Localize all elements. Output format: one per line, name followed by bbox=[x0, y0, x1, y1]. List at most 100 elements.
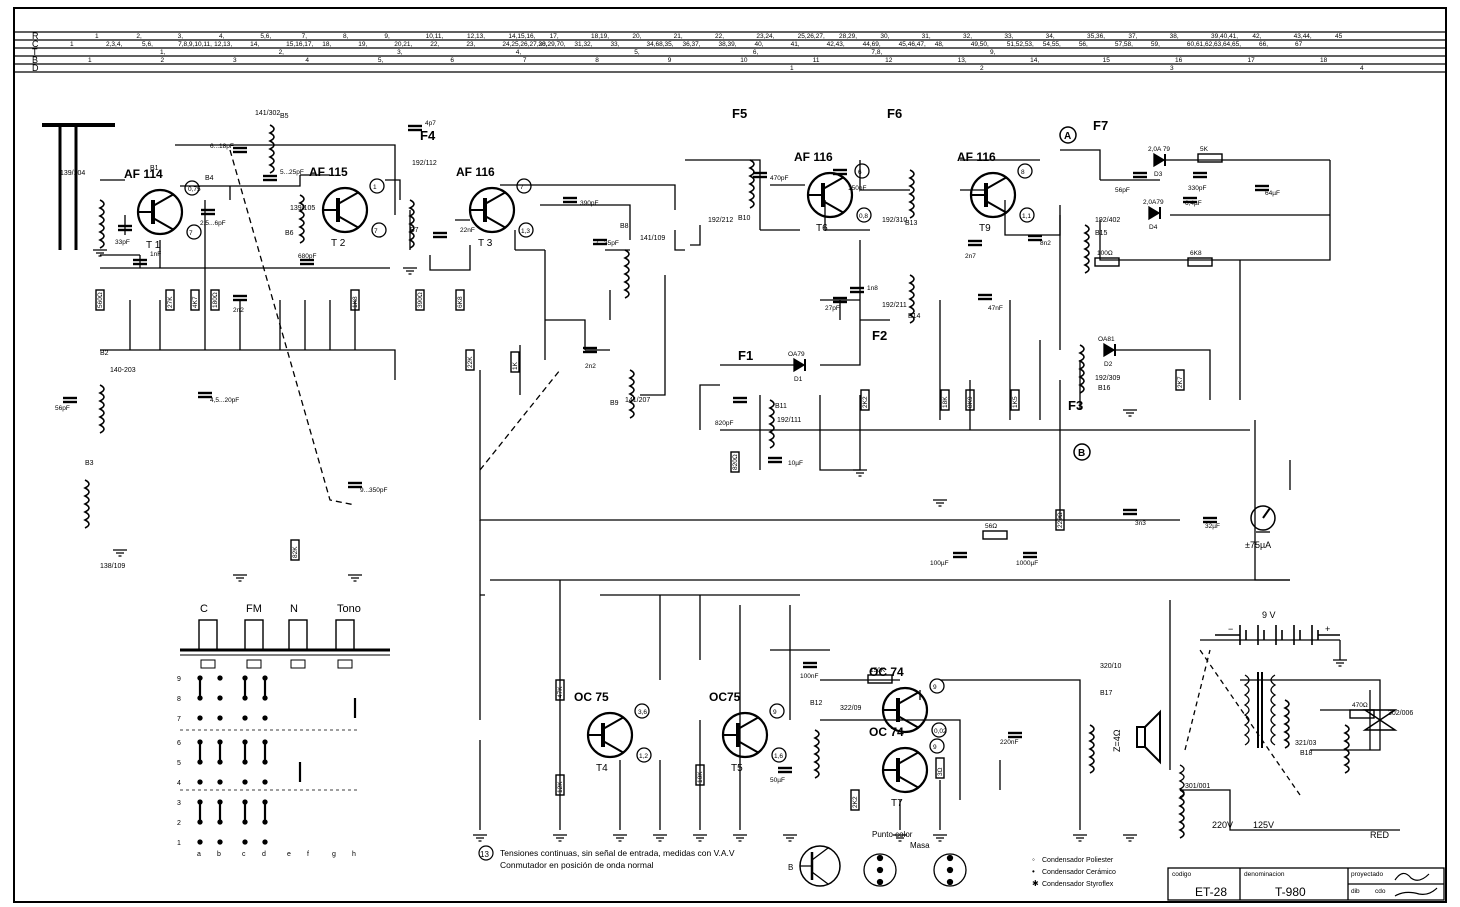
grid-entry-r: 12,13, bbox=[467, 33, 485, 40]
grid-entry-c: 15,16,17, bbox=[286, 41, 313, 48]
legend-symbol: ◦ bbox=[1032, 855, 1035, 864]
bias-voltage: 8 bbox=[1021, 169, 1025, 176]
ground-symbol bbox=[233, 574, 247, 582]
grid-entry-r: 14,15,16, bbox=[508, 33, 535, 40]
capacitor: 2,5...6pF bbox=[200, 208, 226, 227]
transistor-type: AF 114 bbox=[124, 167, 163, 181]
section-title-f4: F4 bbox=[420, 128, 436, 143]
grid-entry-b: 15 bbox=[1103, 57, 1111, 64]
resistor: 2K7 bbox=[1175, 369, 1185, 391]
legend-symbol: ✱ bbox=[1032, 879, 1039, 888]
mains-section: 220V 125V RED bbox=[1178, 649, 1398, 840]
ground-symbol bbox=[1123, 409, 1137, 417]
switch-button: C bbox=[198, 603, 218, 669]
resistor: 470Ω bbox=[1349, 702, 1375, 719]
bias-voltage: 9 bbox=[773, 709, 777, 716]
switch-contact bbox=[217, 715, 223, 721]
resistor-value: 8K9 bbox=[967, 396, 974, 408]
grid-entry-c: 36,37, bbox=[683, 41, 701, 48]
coil-part-number: 141/109 bbox=[640, 235, 665, 242]
grid-label-r: R bbox=[32, 31, 39, 41]
diode-ref: D1 bbox=[794, 376, 803, 383]
transistor-type: OC75 bbox=[709, 690, 741, 704]
loudspeaker: Z=4Ω bbox=[1112, 709, 1161, 765]
grid-entry-r: 25,26,27, bbox=[798, 33, 825, 40]
switch-row-label: 4 bbox=[177, 780, 181, 787]
capacitor-value: 2n7 bbox=[965, 253, 976, 260]
switch-contact bbox=[197, 779, 203, 785]
legend-text: Condensador Styroflex bbox=[1042, 881, 1114, 888]
coil-ref: B12 bbox=[810, 700, 823, 707]
ground-symbol bbox=[733, 834, 747, 842]
resistor: 22K bbox=[465, 349, 475, 371]
switch-contact bbox=[242, 779, 248, 785]
bias-voltage: 0,02 bbox=[934, 728, 947, 735]
resistor-value: 220Ω bbox=[1057, 512, 1064, 528]
switch-col-label: g bbox=[332, 851, 336, 858]
capacitor-value: 4,5...20pF bbox=[210, 397, 239, 404]
resistor-value: 560Ω bbox=[97, 292, 104, 308]
grid-entry-b: 1 bbox=[88, 57, 92, 64]
capacitor: 56pF bbox=[55, 396, 77, 412]
resistor: 47K bbox=[555, 679, 565, 701]
transistor-type: AF 116 bbox=[957, 150, 996, 164]
capacitor-value: 220nF bbox=[1000, 739, 1018, 746]
capacitor: 50µF bbox=[770, 766, 792, 784]
switch-row-label: 2 bbox=[177, 820, 181, 827]
resistor-value: 820Ω bbox=[732, 454, 739, 470]
grid-entry-r: 8, bbox=[343, 33, 349, 40]
coil-part-number: 192/309 bbox=[1095, 375, 1120, 382]
coil: 141/109 bbox=[623, 235, 665, 299]
notes: 13 Tensiones continuas, sin señal de ent… bbox=[478, 845, 735, 870]
capacitor: 820pF bbox=[715, 396, 747, 427]
capacitor-value: 50µF bbox=[770, 777, 785, 784]
ground-symbol bbox=[653, 834, 667, 842]
coil: 140-203 bbox=[98, 367, 136, 434]
title-block: codigo ET-28 denominacion T-980 proyecta… bbox=[1167, 867, 1445, 901]
battery-minus: − bbox=[1228, 624, 1233, 634]
grid-label-d: D bbox=[32, 63, 39, 73]
grid-entry-r: 34, bbox=[1046, 33, 1055, 40]
switch-contact bbox=[217, 675, 223, 681]
switch-contact bbox=[217, 839, 223, 845]
resistor-value: 10K bbox=[697, 771, 704, 783]
grid-entry-c: 18, bbox=[322, 41, 331, 48]
coil-ref: B8 bbox=[620, 223, 629, 230]
diode-type: OA81 bbox=[1098, 336, 1115, 343]
ground-symbol bbox=[553, 834, 567, 842]
grid-entry-t: 9, bbox=[990, 49, 996, 56]
capacitor: 27pF bbox=[825, 296, 847, 312]
resistor: 180Ω bbox=[210, 289, 220, 311]
switch-contact bbox=[242, 715, 248, 721]
grid-entry-c: 56, bbox=[1079, 41, 1088, 48]
coil-ref: B1 bbox=[150, 165, 159, 172]
pinout-b-label: B bbox=[788, 863, 793, 872]
diode-ref: D2 bbox=[1104, 361, 1113, 368]
bias-voltage: 7 bbox=[520, 184, 524, 191]
ground-symbol bbox=[113, 549, 127, 557]
coil-part-number: 192/211 bbox=[882, 302, 907, 309]
resistor-value: 5K bbox=[1200, 146, 1209, 153]
codigo-label: codigo bbox=[1172, 871, 1192, 878]
resistor: 82K bbox=[290, 539, 300, 561]
resistor-value: 150K bbox=[870, 667, 886, 674]
bias-voltage: 0,75 bbox=[188, 186, 201, 193]
resistor-value: 6K8 bbox=[457, 296, 464, 308]
transistor-type: AF 116 bbox=[794, 150, 833, 164]
switch-contact bbox=[217, 779, 223, 785]
capacitor: 2n2 bbox=[583, 346, 597, 370]
resistor: 3Ω bbox=[935, 757, 945, 779]
ground-symbol bbox=[613, 834, 627, 842]
switch-row-label: 3 bbox=[177, 800, 181, 807]
diode-ref: D4 bbox=[1149, 224, 1158, 231]
resistor-value: 82K bbox=[292, 546, 299, 558]
grid-entry-b: 4 bbox=[305, 57, 309, 64]
mains-125: 125V bbox=[1253, 820, 1274, 830]
grid-entry-c: 31,32, bbox=[574, 41, 592, 48]
grid-entry-c: 42,43, bbox=[827, 41, 845, 48]
